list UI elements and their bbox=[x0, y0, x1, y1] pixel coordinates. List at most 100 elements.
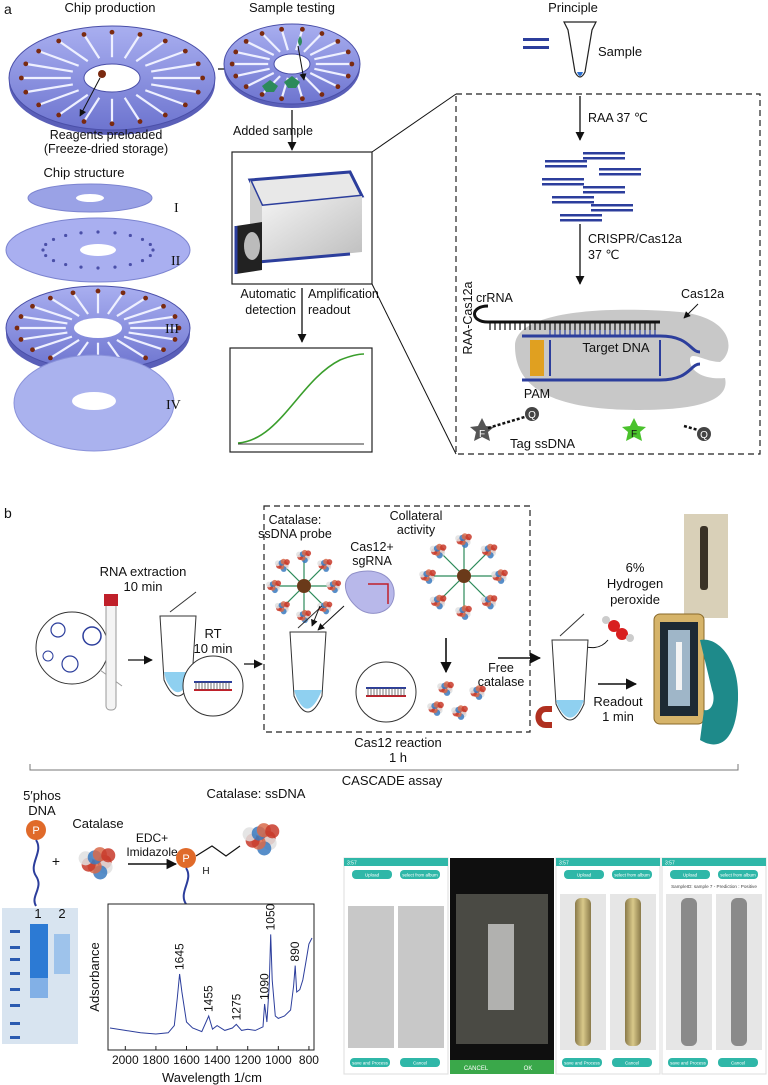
chip-well bbox=[172, 337, 178, 342]
chip-well bbox=[18, 337, 24, 342]
chip-well bbox=[48, 355, 53, 361]
edc-line1: EDC+ bbox=[136, 831, 168, 845]
catalase-subunit bbox=[265, 824, 280, 839]
amplicon-strand bbox=[560, 214, 602, 217]
ir-xlabel: Wavelength 1/cm bbox=[162, 1070, 262, 1085]
catalase-subunit bbox=[439, 595, 447, 602]
chip-well bbox=[200, 75, 206, 81]
ir-peak-label: 1455 bbox=[202, 985, 216, 1012]
reagent-arrow bbox=[79, 77, 101, 117]
chip-well bbox=[30, 347, 35, 353]
bead-core bbox=[457, 569, 471, 583]
chip-channel bbox=[314, 67, 349, 78]
free-catalase-line2: catalase bbox=[478, 675, 525, 689]
test-strip-photo bbox=[684, 514, 728, 618]
layer-hole bbox=[51, 237, 56, 242]
ladder-band bbox=[10, 988, 20, 991]
amplicon-strand bbox=[583, 186, 625, 189]
layer-hole bbox=[64, 262, 68, 267]
chip-well bbox=[30, 303, 35, 309]
linker-bond bbox=[195, 845, 241, 857]
chip-channel bbox=[32, 335, 73, 351]
chip-well bbox=[195, 61, 201, 67]
phos-line1: 5′phos bbox=[23, 788, 61, 803]
chip-channel bbox=[123, 33, 141, 59]
cas12-reaction-line1: Cas12 reaction bbox=[354, 735, 441, 750]
chip-well bbox=[162, 38, 168, 44]
upload-button[interactable] bbox=[564, 870, 604, 879]
chip-well bbox=[233, 73, 239, 79]
catalase-subunit bbox=[275, 580, 282, 587]
ladder-band bbox=[10, 1022, 20, 1025]
automatic-detection-line2: detection bbox=[245, 303, 296, 317]
cas12a-pointer bbox=[683, 303, 699, 319]
ladder-band bbox=[10, 930, 20, 933]
ir-peak-label: 1275 bbox=[229, 993, 243, 1020]
album-button-label: select from album bbox=[614, 873, 650, 878]
catalase-subunit bbox=[490, 595, 498, 602]
upload-button[interactable] bbox=[352, 870, 392, 879]
catalase-subunit bbox=[501, 569, 508, 577]
chip-channel bbox=[123, 305, 164, 321]
chip-well bbox=[36, 102, 42, 108]
chip-well bbox=[18, 75, 24, 81]
album-button[interactable] bbox=[612, 870, 652, 879]
rt-zoom-circle bbox=[182, 655, 244, 717]
phosphate-icon bbox=[176, 848, 196, 868]
cascade-assay-label: CASCADE assay bbox=[342, 773, 443, 788]
sample-tube bbox=[523, 21, 597, 78]
chip-well bbox=[319, 92, 325, 97]
fluorophore-star bbox=[470, 418, 494, 441]
save-process-button[interactable] bbox=[350, 1058, 390, 1067]
chip-well bbox=[176, 325, 182, 331]
album-button[interactable] bbox=[718, 870, 758, 879]
sample-label: Sample bbox=[598, 44, 642, 59]
status-time: 3:57 bbox=[665, 861, 675, 867]
chip-well bbox=[279, 26, 285, 32]
layer-hole bbox=[113, 231, 117, 235]
cancel-button[interactable] bbox=[612, 1058, 652, 1067]
prediction-result: SampleID: sample 7 - Prediction : Positi… bbox=[671, 884, 757, 889]
chip-well bbox=[243, 38, 249, 44]
chip-well bbox=[259, 31, 265, 36]
magnet-icon bbox=[535, 706, 552, 728]
gel-lane-1: 1 bbox=[34, 906, 41, 921]
cancel-button[interactable] bbox=[718, 1058, 758, 1067]
catalase-subunit bbox=[305, 610, 312, 617]
camera-ok-button[interactable]: OK bbox=[524, 1066, 533, 1072]
automatic-detection-line1: Automatic bbox=[240, 287, 296, 301]
album-button-label: select from album bbox=[402, 873, 438, 878]
catalase-subunit bbox=[335, 580, 342, 587]
layer-label-III: III bbox=[165, 322, 179, 337]
fluorophore-label: F bbox=[479, 429, 485, 440]
layer-label-I: I bbox=[174, 201, 179, 216]
save-process-button[interactable] bbox=[562, 1058, 602, 1067]
camera-cancel-button[interactable]: CANCEL bbox=[464, 1066, 489, 1072]
cancel-button[interactable] bbox=[400, 1058, 440, 1067]
catalase-probe-cluster bbox=[266, 549, 342, 624]
reporter-cleaved bbox=[622, 418, 711, 441]
amplicon-strand bbox=[591, 204, 633, 207]
album-button[interactable] bbox=[400, 870, 440, 879]
chip-production-disk bbox=[8, 25, 216, 135]
save-process-button[interactable] bbox=[668, 1058, 708, 1067]
quencher-circle bbox=[525, 407, 539, 421]
ladder-band bbox=[10, 1036, 20, 1039]
layer-hole bbox=[140, 237, 145, 242]
upload-button-label: Upload bbox=[577, 873, 592, 878]
chip-channel bbox=[135, 93, 166, 116]
principle-box bbox=[455, 93, 761, 455]
cancel-button-label: Cancel bbox=[731, 1061, 745, 1066]
sample-arrow bbox=[297, 45, 307, 81]
cas12a-label: Cas12a bbox=[681, 287, 724, 301]
cas12-protein bbox=[344, 570, 395, 614]
zoom-line-bottom bbox=[371, 283, 457, 455]
amplicon-strand bbox=[545, 160, 587, 163]
chip-well bbox=[161, 347, 166, 353]
chip-well bbox=[335, 84, 341, 90]
upload-button[interactable] bbox=[670, 870, 710, 879]
cas12-sgrna-line1: Cas12+ bbox=[350, 540, 393, 554]
catalase-subunit bbox=[284, 559, 290, 565]
